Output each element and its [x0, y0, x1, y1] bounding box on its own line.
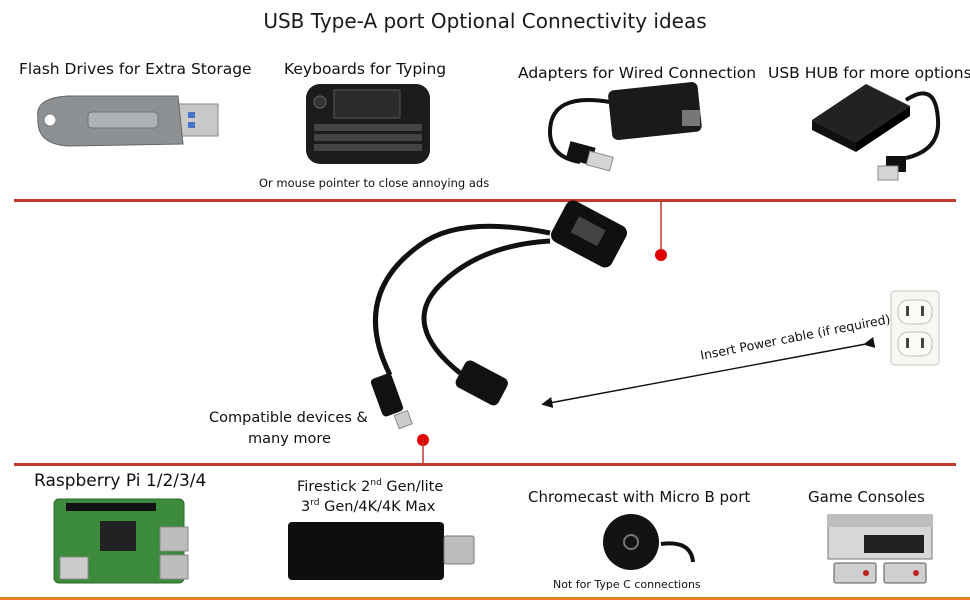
- firestick-label-line-1: Firestick 2nd Gen/lite: [297, 478, 443, 495]
- adapter-label: Adapters for Wired Connection: [518, 64, 757, 82]
- page-title: USB Type-A port Optional Connectivity id…: [263, 9, 707, 33]
- raspberry-pi-label: Raspberry Pi 1/2/3/4: [34, 471, 207, 491]
- flash-drive-image: [37, 95, 219, 147]
- game-console-image: [827, 514, 933, 584]
- wall-outlet-image: [890, 290, 940, 366]
- compatible-line-2: many more: [248, 431, 331, 447]
- firestick-line2-sup: rd: [310, 498, 320, 508]
- firestick-line2-text: 3: [301, 498, 311, 515]
- firestick-line2-text-b: Gen/4K/4K Max: [319, 498, 436, 515]
- usb-hub-image: [812, 84, 941, 181]
- chromecast-image: [603, 514, 695, 570]
- chromecast-label: Chromecast with Micro B port: [528, 488, 751, 506]
- compatible-line-1: Compatible devices &: [209, 410, 368, 426]
- keyboard-image: [306, 84, 430, 164]
- bottom-connector: [417, 434, 429, 464]
- power-arrow: [541, 336, 876, 408]
- raspberry-pi-image: [53, 498, 189, 584]
- otg-cable-image: [370, 200, 627, 430]
- keyboard-note: Or mouse pointer to close annoying ads: [259, 176, 490, 190]
- bottom-line: [0, 597, 970, 600]
- firestick-label-line-2: 3rd Gen/4K/4K Max: [301, 498, 435, 515]
- firestick-line1-text-b: Gen/lite: [381, 478, 444, 495]
- firestick-line1-text: Firestick 2: [297, 478, 371, 495]
- ethernet-adapter-image: [547, 82, 702, 172]
- usb-hub-label: USB HUB for more options: [768, 64, 970, 82]
- game-consoles-label: Game Consoles: [808, 488, 925, 506]
- keyboard-label: Keyboards for Typing: [284, 60, 447, 78]
- middle-divider: [14, 463, 956, 466]
- flash-drive-label: Flash Drives for Extra Storage: [19, 60, 252, 78]
- firestick-image: [288, 522, 475, 580]
- top-connector: [655, 200, 667, 261]
- chromecast-note: Not for Type C connections: [553, 578, 701, 591]
- firestick-line1-sup: nd: [370, 478, 382, 488]
- top-divider: [14, 199, 956, 202]
